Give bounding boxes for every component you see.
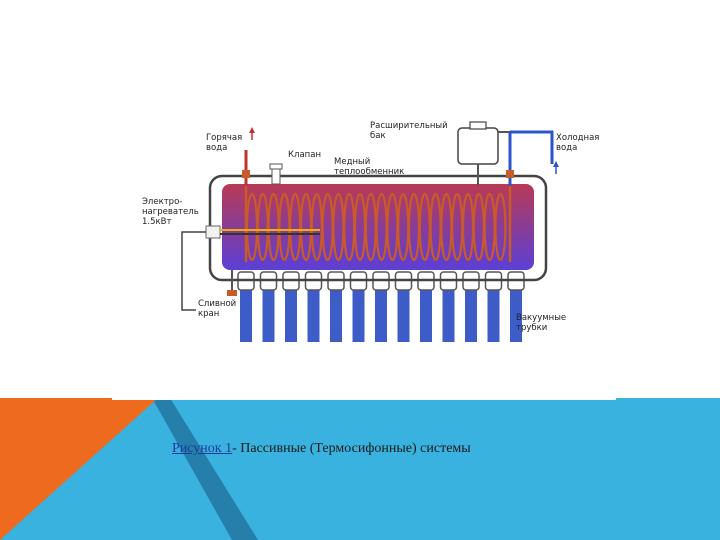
label-valve: Клапан [288,150,321,160]
vacuum-tube [259,271,278,342]
band-dark-blue [152,398,258,540]
vacuum-tube [349,271,368,342]
electric-heater [181,225,320,311]
figure-caption: Рисунок 1- Пассивные (Термосифонные) сис… [172,441,471,457]
vacuum-tubes [237,271,525,342]
expansion-tank [457,121,510,186]
drain-valve [227,270,237,296]
vacuum-tube [462,271,480,342]
hot-water-outlet [242,127,255,186]
vacuum-tube [439,271,458,342]
vacuum-tube [484,271,503,342]
cold-water-inlet [506,130,559,186]
band-orange [0,398,158,540]
vacuum-tube [327,271,345,342]
vacuum-tube [394,271,413,342]
copper-heat-exchanger-coil [244,186,512,262]
figure-link[interactable]: Рисунок 1 [172,441,233,456]
valve [269,163,283,185]
vacuum-tube [304,271,323,342]
vacuum-tube [282,271,300,342]
vacuum-tube [417,271,435,342]
caption-text: - Пассивные (Термосифонные) системы [232,441,471,456]
coil-loop [494,192,507,262]
vacuum-tube [237,271,255,342]
bottom-band [0,398,720,540]
vacuum-tube [372,271,390,342]
